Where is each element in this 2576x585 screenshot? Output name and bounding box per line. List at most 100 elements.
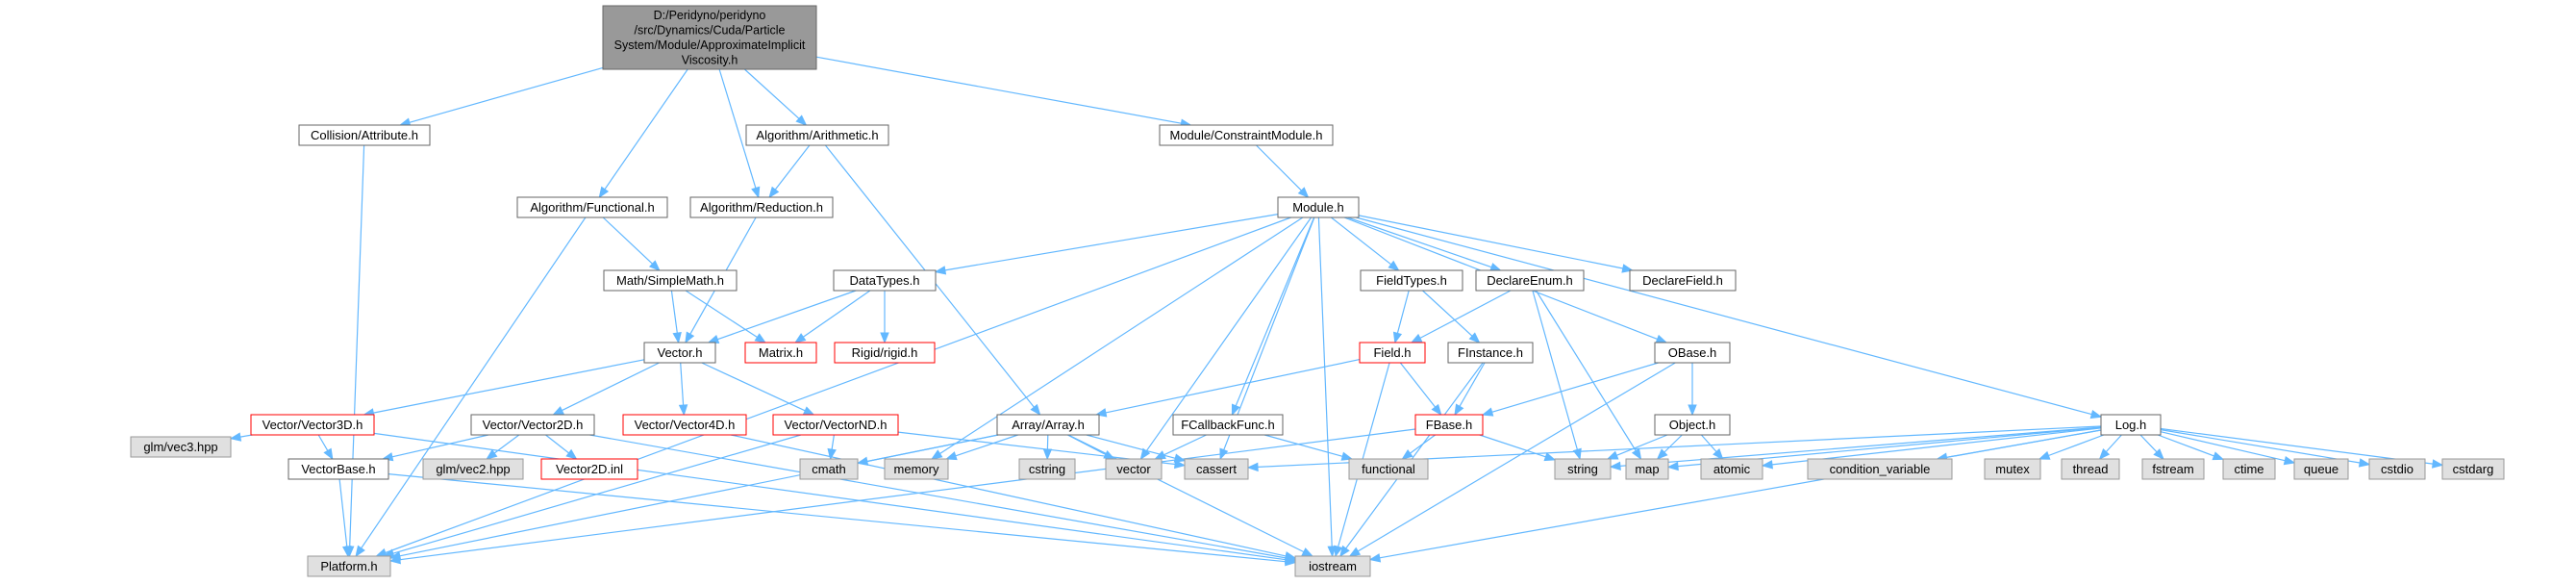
edge-vector2d-to-glm_vec2 (486, 434, 520, 460)
node-map[interactable]: map (1625, 458, 1669, 480)
node-box (744, 342, 817, 364)
node-module-constraintmodule[interactable]: Module/ConstraintModule.h (1159, 124, 1334, 146)
node-field-h[interactable]: Field.h (1359, 342, 1426, 364)
node-object-h[interactable]: Object.h (1654, 414, 1731, 436)
node-algorithm-arithmetic[interactable]: Algorithm/Arithmetic.h (745, 124, 889, 146)
node-label: DataTypes.h (850, 273, 920, 288)
node-vectorbase[interactable]: VectorBase.h (288, 458, 389, 480)
edge-object_h-to-atomic (1700, 434, 1724, 461)
edge-arrowhead (1572, 447, 1582, 461)
node-log-h[interactable]: Log.h (2100, 414, 2162, 436)
edge-arrowhead (827, 447, 837, 461)
edge-line (1396, 290, 1410, 334)
node-declareenum[interactable]: DeclareEnum.h (1475, 269, 1585, 292)
edge-module_h-to-declareenum (1347, 216, 1502, 272)
node-cstring[interactable]: cstring (1018, 458, 1076, 480)
node-math-simplemath[interactable]: Math/SimpleMath.h (603, 269, 738, 292)
node-declarefield[interactable]: DeclareField.h (1629, 269, 1737, 292)
node-cassert[interactable]: cassert (1184, 458, 1249, 480)
node-condition-variable[interactable]: condition_variable (1807, 458, 1953, 480)
node-vectornd[interactable]: Vector/VectorND.h (772, 414, 899, 436)
node-vector-h[interactable]: Vector.h (643, 342, 716, 364)
edge-arrowhead (1246, 462, 1259, 472)
edge-line (317, 434, 329, 451)
node-vector4d[interactable]: Vector/Vector4D.h (622, 414, 747, 436)
node-box (1184, 458, 1249, 480)
edge-arrowhead (1301, 547, 1314, 557)
node-root: D:/Peridyno/peridyno/src/Dynamics/Cuda/P… (602, 5, 817, 70)
node-ctime[interactable]: ctime (2222, 458, 2276, 480)
node-array-h[interactable]: Array/Array.h (996, 414, 1100, 436)
edge-arrowhead (1339, 545, 1350, 558)
node-label: Algorithm/Arithmetic.h (756, 128, 878, 142)
edge-arrowhead (565, 448, 578, 460)
node-box (1360, 269, 1463, 292)
node-mutex[interactable]: mutex (1984, 458, 2041, 480)
edge-datatypes-to-matrix_h (793, 290, 871, 343)
node-rigid-h[interactable]: Rigid/rigid.h (834, 342, 936, 364)
node-box (130, 436, 232, 458)
node-cstdio[interactable]: cstdio (2368, 458, 2426, 480)
edge-line (1410, 434, 1436, 454)
node-fstream[interactable]: fstream (2141, 458, 2205, 480)
edge-arrowhead (1284, 551, 1297, 561)
node-vector[interactable]: vector (1105, 458, 1163, 480)
node-box (2141, 458, 2205, 480)
edge-module_h-to-iostream (1317, 216, 1337, 558)
nodes-layer: D:/Peridyno/peridyno/src/Dynamics/Cuda/P… (130, 5, 2505, 577)
edge-fieldtypes-to-field_h (1392, 290, 1410, 344)
node-vector2d[interactable]: Vector/Vector2D.h (470, 414, 595, 436)
edge-arrowhead (1231, 403, 1240, 417)
node-glm-vec3[interactable]: glm/vec3.hpp (130, 436, 232, 458)
node-label: FInstance.h (1458, 345, 1523, 360)
edge-line (399, 434, 999, 557)
edge-arrowhead (1285, 556, 1297, 567)
edge-arrowhead (1340, 451, 1354, 461)
node-fcallbackfunc[interactable]: FCallbackFunc.h (1172, 414, 1284, 436)
edge-line (1358, 215, 1623, 269)
node-thread[interactable]: thread (2061, 458, 2120, 480)
node-algorithm-functional[interactable]: Algorithm/Functional.h (516, 196, 668, 218)
node-obase[interactable]: OBase.h (1654, 342, 1731, 364)
edge-vector_h-to-vector4d (678, 362, 688, 417)
edge-root-to-algorithm_arithmetic (743, 68, 808, 126)
node-queue[interactable]: queue (2293, 458, 2349, 480)
node-iostream[interactable]: iostream (1294, 555, 1371, 577)
node-memory[interactable]: memory (884, 458, 949, 480)
node-label: Vector/Vector2D.h (483, 418, 584, 432)
node-glm-vec2[interactable]: glm/vec2.hpp (422, 458, 524, 480)
node-atomic[interactable]: atomic (1700, 458, 1763, 480)
node-datatypes[interactable]: DataTypes.h (833, 269, 937, 292)
node-label: condition_variable (1830, 462, 1931, 476)
node-fieldtypes[interactable]: FieldTypes.h (1360, 269, 1463, 292)
edge-arrowhead (2432, 459, 2444, 469)
node-algorithm-reduction[interactable]: Algorithm/Reduction.h (689, 196, 834, 218)
node-module-h[interactable]: Module.h (1277, 196, 1360, 218)
edge-line (2048, 434, 2105, 457)
edge-algorithm_arithmetic-to-algorithm_reduction (768, 144, 811, 199)
node-label: ctime (2234, 462, 2263, 476)
node-functional[interactable]: functional (1348, 458, 1429, 480)
node-box (1172, 414, 1284, 436)
node-box (470, 414, 595, 436)
edge-log_h-to-mutex (2038, 434, 2105, 460)
node-label: glm/vec2.hpp (436, 462, 510, 476)
node-finstance[interactable]: FInstance.h (1447, 342, 1534, 364)
edge-line (1379, 429, 2102, 559)
edge-line (802, 290, 871, 338)
node-box (1018, 458, 1076, 480)
node-vector3d[interactable]: Vector/Vector3D.h (250, 414, 375, 436)
node-fbase[interactable]: FBase.h (1414, 414, 1484, 436)
node-matrix-h[interactable]: Matrix.h (744, 342, 817, 364)
node-string[interactable]: string (1554, 458, 1612, 480)
edge-datatypes-to-rigid_h (880, 291, 889, 344)
node-cmath[interactable]: cmath (799, 458, 859, 480)
node-collision-attribute[interactable]: Collision/Attribute.h (298, 124, 431, 146)
node-cstdarg[interactable]: cstdarg (2441, 458, 2505, 480)
node-platform-h[interactable]: Platform.h (307, 555, 391, 577)
node-vector2d-inl[interactable]: Vector2D.inl (540, 458, 638, 480)
node-box (516, 196, 668, 218)
node-label: FieldTypes.h (1376, 273, 1447, 288)
node-label: atomic (1713, 462, 1751, 476)
edge-vector_h-to-vector3d (363, 359, 645, 418)
